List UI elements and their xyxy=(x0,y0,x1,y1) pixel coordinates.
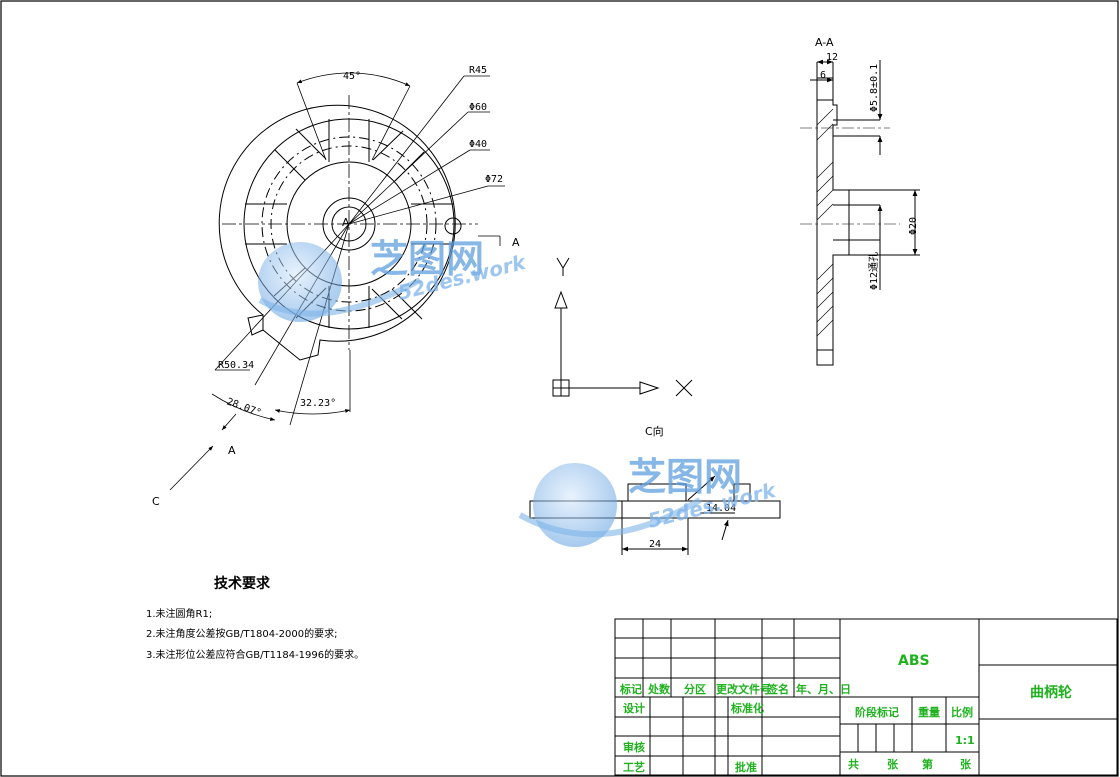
dim-d12: Φ12通孔 xyxy=(868,252,880,290)
scale-label: 比例 xyxy=(951,705,973,719)
dim-d60: Φ60 xyxy=(469,102,487,113)
sheet-index-label: 第 xyxy=(922,757,933,771)
dim-d20: Φ20 xyxy=(908,217,919,235)
front-view: 45° R45 Φ60 Φ40 Φ72 R50.34 28.07° 32.23°… xyxy=(152,65,520,508)
requirement-1: 1.未注圆角R1; xyxy=(146,607,212,620)
standardize-label: 标准化 xyxy=(730,701,764,715)
design-label: 设计 xyxy=(623,701,645,715)
sheet-unit-label-1: 张 xyxy=(887,757,899,771)
review-label: 审核 xyxy=(623,740,645,754)
dim-d58: Φ5.8±0.1 xyxy=(869,64,880,112)
requirement-2: 2.未注角度公差按GB/T1804-2000的要求; xyxy=(146,627,338,640)
crank-pin-hole xyxy=(444,217,462,235)
header-zone: 分区 xyxy=(684,682,706,696)
scale-value: 1:1 xyxy=(955,734,975,747)
watermark-brand-2: 芝图网 xyxy=(628,455,742,499)
dim-r45: R45 xyxy=(469,65,487,76)
requirement-3: 3.未注形位公差应符合GB/T1184-1996的要求。 xyxy=(146,648,364,661)
weight-label: 重量 xyxy=(918,705,940,719)
dim-angle-45: 45° xyxy=(343,71,361,82)
section-title-aa: A-A xyxy=(815,36,834,49)
sheet-unit-label-2: 张 xyxy=(960,757,972,771)
approve-label: 批准 xyxy=(735,760,757,774)
ucs-axes-icon xyxy=(552,257,693,397)
header-date: 年、月、日 xyxy=(796,682,851,696)
header-change-doc: 更改文件号 xyxy=(716,682,771,696)
watermark-2: 芝图网 52des.work xyxy=(518,455,780,547)
stage-mark-label: 阶段标记 xyxy=(855,705,899,719)
dim-r50: R50.34 xyxy=(218,360,254,371)
section-view-aa xyxy=(800,59,920,366)
dim-d72: Φ72 xyxy=(485,174,503,185)
watermark-1: 芝图网 52des.work xyxy=(258,237,530,322)
dim-angle-32: 32.23° xyxy=(300,398,336,409)
outer-contour xyxy=(218,104,456,361)
dim-width-12: 12 xyxy=(826,52,838,63)
header-count: 处数 xyxy=(647,682,671,696)
header-sign: 签名 xyxy=(766,682,789,696)
label-center-a: A xyxy=(342,216,350,229)
part-name: 曲柄轮 xyxy=(1030,684,1072,701)
label-section-a-right: A xyxy=(512,236,520,249)
requirements-title: 技术要求 xyxy=(214,575,271,592)
dim-angle-28: 28.07° xyxy=(225,396,263,419)
dim-width-24: 24 xyxy=(649,539,661,550)
title-block: ABS 曲柄轮 标记 处数 分区 更改文件号 签名 年、月、日 设计 标准化 审… xyxy=(614,618,1118,776)
label-view-c: C xyxy=(152,495,160,508)
view-c-title: C向 xyxy=(645,424,664,438)
technical-requirements: 技术要求 1.未注圆角R1; 2.未注角度公差按GB/T1804-2000的要求… xyxy=(146,575,364,661)
watermark-brand-1: 芝图网 xyxy=(370,237,484,281)
dim-width-14: 14.04 xyxy=(706,503,736,514)
label-section-a-bottom: A xyxy=(228,444,236,457)
dim-d40: Φ40 xyxy=(469,139,487,150)
sheet-total-label: 共 xyxy=(848,757,859,771)
view-c xyxy=(529,475,781,555)
dim-width-6: 6 xyxy=(820,70,826,81)
process-label: 工艺 xyxy=(623,760,645,774)
header-mark: 标记 xyxy=(619,682,642,696)
material-label: ABS xyxy=(898,653,930,669)
